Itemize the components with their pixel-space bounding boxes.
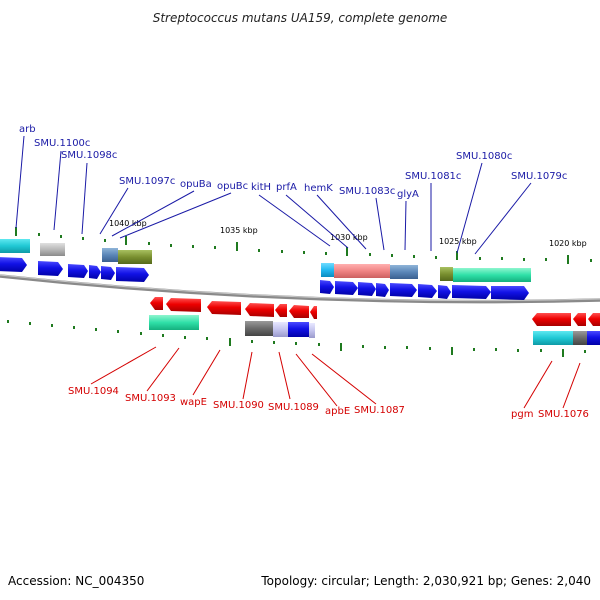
scale-label-1040: 1040 kbp <box>109 219 147 228</box>
gene-label-smu1094[interactable]: SMU.1094 <box>68 386 119 397</box>
forward-gene-arrow[interactable] <box>491 286 529 300</box>
reverse-gene-arrow[interactable] <box>588 313 600 326</box>
forward-gene-arrow[interactable] <box>0 257 27 272</box>
feature-block <box>493 268 531 282</box>
feature-block <box>288 322 309 337</box>
gene-label-smu1079c[interactable]: SMU.1079c <box>511 171 567 182</box>
feature-block <box>587 331 600 345</box>
gene-label-smu1083c[interactable]: SMU.1083c <box>339 186 395 197</box>
topology-label: Topology: circular; Length: 2,030,921 bp… <box>260 574 591 588</box>
forward-gene-arrow[interactable] <box>320 280 334 294</box>
bottom-leader-lines <box>90 346 581 409</box>
upper-feature-row <box>0 239 531 282</box>
gene-label-hemk[interactable]: hemK <box>304 183 333 194</box>
forward-gene-arrow[interactable] <box>376 283 389 297</box>
bottom-gene-labels: SMU.1094 SMU.1093 wapE SMU.1090 SMU.1089… <box>68 386 589 420</box>
genome-backbone <box>0 274 600 304</box>
forward-gene-arrow[interactable] <box>89 265 101 279</box>
gene-label-smu1089[interactable]: SMU.1089 <box>268 402 319 413</box>
feature-block <box>321 263 334 277</box>
reverse-gene-row <box>150 297 600 326</box>
forward-gene-arrow[interactable] <box>438 285 451 299</box>
feature-block <box>0 239 30 253</box>
feature-block <box>118 250 152 264</box>
forward-gene-arrow[interactable] <box>101 266 115 280</box>
gene-label-apbe[interactable]: apbE <box>325 406 350 417</box>
accession-label: Accession: NC_004350 <box>8 574 144 588</box>
gene-label-prfa[interactable]: prfA <box>276 182 297 193</box>
reverse-gene-arrow[interactable] <box>573 313 586 326</box>
feature-block <box>273 322 288 337</box>
feature-block <box>573 331 587 345</box>
scale-label-1030: 1030 kbp <box>330 233 368 242</box>
lower-ticks <box>7 320 586 357</box>
reverse-gene-arrow[interactable] <box>289 305 309 318</box>
scale-label-1035: 1035 kbp <box>220 226 258 235</box>
gene-label-pgm[interactable]: pgm <box>511 409 533 420</box>
gene-label-glya[interactable]: glyA <box>397 189 419 200</box>
feature-block <box>149 315 199 330</box>
gene-label-smu1081c[interactable]: SMU.1081c <box>405 171 461 182</box>
scale-label-1020: 1020 kbp <box>549 239 587 248</box>
lower-feature-row <box>149 315 600 345</box>
feature-block <box>440 267 453 281</box>
reverse-gene-arrow[interactable] <box>150 297 163 310</box>
reverse-gene-arrow[interactable] <box>245 303 274 317</box>
genome-backbone-highlight <box>0 274 600 302</box>
reverse-gene-arrow[interactable] <box>532 313 571 326</box>
gene-label-opubc[interactable]: opuBc <box>217 181 248 192</box>
forward-gene-arrow[interactable] <box>38 261 63 276</box>
gene-label-smu1093[interactable]: SMU.1093 <box>125 393 176 404</box>
forward-gene-arrow[interactable] <box>335 281 358 295</box>
upper-ticks <box>15 227 592 264</box>
feature-block <box>533 331 573 345</box>
feature-block <box>102 248 118 262</box>
gene-label-wape[interactable]: wapE <box>180 397 207 408</box>
feature-block <box>334 264 390 278</box>
gene-label-arb[interactable]: arb <box>19 124 36 135</box>
reverse-gene-arrow[interactable] <box>275 304 287 317</box>
forward-gene-row <box>0 257 529 300</box>
top-leader-lines <box>15 135 532 255</box>
feature-block <box>245 321 273 336</box>
map-title: Streptococcus mutans UA159, complete gen… <box>153 11 448 25</box>
gene-label-smu1080c[interactable]: SMU.1080c <box>456 151 512 162</box>
scale-label-1025: 1025 kbp <box>439 237 477 246</box>
gene-label-smu1090[interactable]: SMU.1090 <box>213 400 264 411</box>
forward-gene-arrow[interactable] <box>390 283 417 297</box>
feature-block <box>40 243 65 256</box>
forward-gene-arrow[interactable] <box>452 285 491 299</box>
reverse-gene-arrow[interactable] <box>207 301 241 315</box>
gene-label-smu1076[interactable]: SMU.1076 <box>538 409 589 420</box>
feature-block <box>309 323 315 338</box>
feature-block <box>453 268 493 282</box>
gene-label-smu1098c[interactable]: SMU.1098c <box>61 150 117 161</box>
gene-label-kith[interactable]: kitH <box>251 182 271 193</box>
gene-label-opuba[interactable]: opuBa <box>180 179 212 190</box>
top-gene-labels: arb SMU.1100c SMU.1098c SMU.1097c opuBa … <box>19 124 567 200</box>
reverse-gene-arrow[interactable] <box>166 298 201 312</box>
gene-label-smu1087[interactable]: SMU.1087 <box>354 405 405 416</box>
forward-gene-arrow[interactable] <box>116 267 149 282</box>
forward-gene-arrow[interactable] <box>358 282 376 296</box>
forward-gene-arrow[interactable] <box>418 284 437 298</box>
reverse-gene-arrow[interactable] <box>310 306 317 319</box>
gene-label-smu1097c[interactable]: SMU.1097c <box>119 176 175 187</box>
feature-block <box>390 265 418 279</box>
forward-gene-arrow[interactable] <box>68 264 88 278</box>
gene-label-smu1100c[interactable]: SMU.1100c <box>34 138 90 149</box>
